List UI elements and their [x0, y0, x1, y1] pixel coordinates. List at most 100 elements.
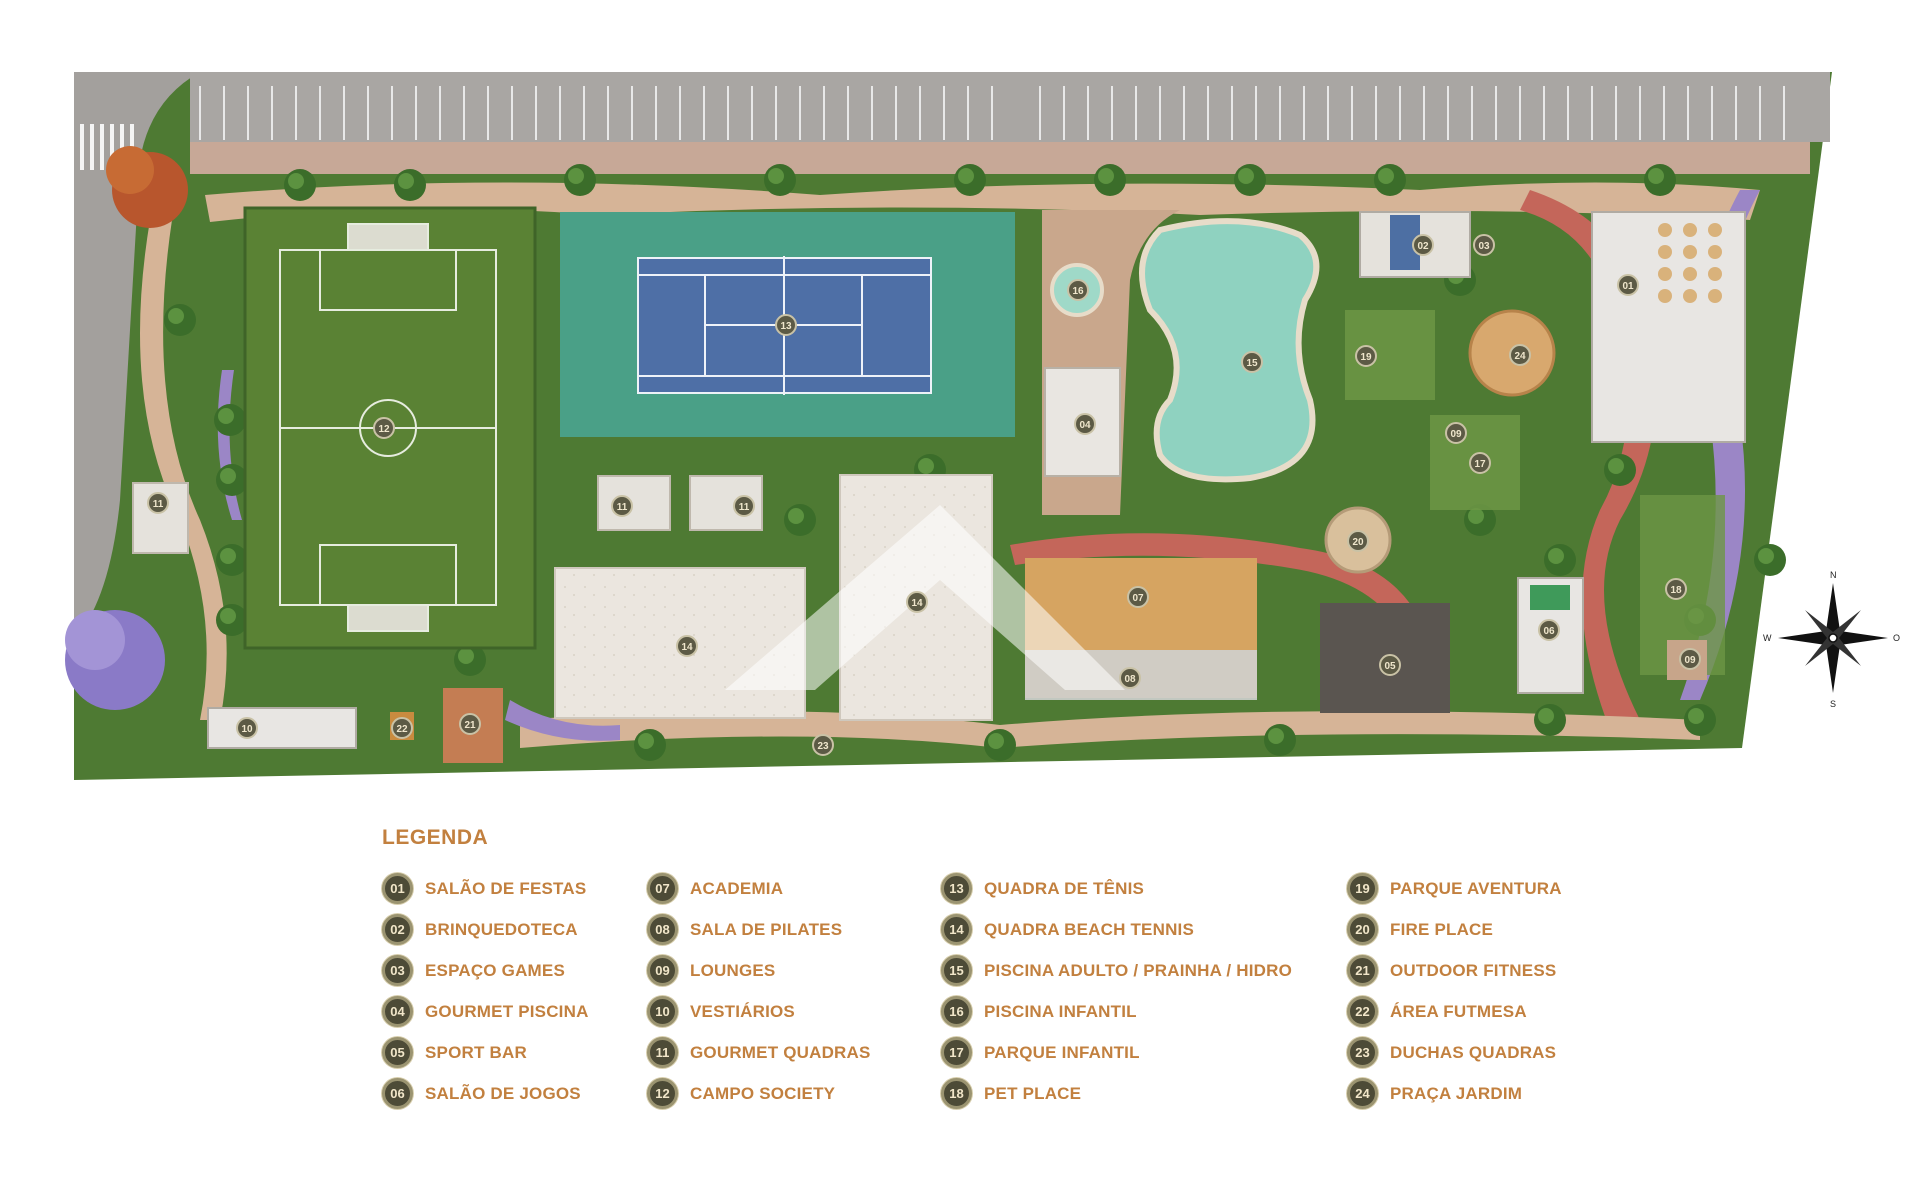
table-icon — [1658, 267, 1672, 281]
legend-number-badge: 18 — [941, 1078, 972, 1109]
tree — [1758, 548, 1774, 564]
map-number-label: 15 — [1246, 358, 1258, 369]
walking-path-purple-bottom — [505, 700, 620, 741]
map-number-label: 09 — [1684, 655, 1696, 666]
map-number-label: 13 — [780, 321, 792, 332]
map-number-marker: 09 — [1445, 422, 1467, 444]
legend-label: ÁREA FUTMESA — [1390, 1001, 1527, 1021]
legend-number-badge: 12 — [647, 1078, 678, 1109]
legend-number-badge: 03 — [382, 955, 413, 986]
legend-number-badge: 11 — [647, 1037, 678, 1068]
map-number-marker: 11 — [147, 492, 169, 514]
map-number-marker: 07 — [1127, 586, 1149, 608]
map-number-marker: 13 — [775, 314, 797, 336]
table-icon — [1708, 245, 1722, 259]
legend-label: SALA DE PILATES — [690, 919, 843, 939]
piscina-adulto — [1139, 218, 1320, 483]
table-icon — [1708, 267, 1722, 281]
tree — [1548, 548, 1564, 564]
legend-number-badge: 24 — [1347, 1078, 1378, 1109]
map-number-marker: 23 — [812, 734, 834, 756]
sidewalk — [190, 142, 1810, 174]
street — [74, 72, 200, 640]
map-number-marker: 09 — [1679, 648, 1701, 670]
legend-number-badge: 05 — [382, 1037, 413, 1068]
table-icon — [1658, 245, 1672, 259]
legend-label: SPORT BAR — [425, 1042, 527, 1062]
tree — [168, 308, 184, 324]
tree — [1378, 168, 1394, 184]
map-number-marker: 04 — [1074, 413, 1096, 435]
watermark-logo — [725, 505, 1125, 690]
legend-number-badge: 10 — [647, 996, 678, 1027]
map-number-marker: 06 — [1538, 619, 1560, 641]
tree — [788, 508, 804, 524]
legend-number-badge: 15 — [941, 955, 972, 986]
legend-label: SALÃO DE FESTAS — [425, 878, 587, 898]
tree — [638, 733, 654, 749]
tree — [288, 173, 304, 189]
map-number-marker: 11 — [733, 495, 755, 517]
map-number-label: 20 — [1352, 537, 1364, 548]
tree — [458, 648, 474, 664]
map-number-marker: 01 — [1617, 274, 1639, 296]
legend-label: GOURMET QUADRAS — [690, 1042, 871, 1062]
legend-number-badge: 07 — [647, 873, 678, 904]
map-number-marker: 14 — [676, 635, 698, 657]
compass-s: S — [1830, 699, 1836, 709]
table-icon — [1658, 223, 1672, 237]
table-icon — [1683, 223, 1697, 237]
map-number-label: 05 — [1384, 661, 1396, 672]
map-number-label: 08 — [1124, 674, 1136, 685]
tree — [220, 608, 236, 624]
legend-label: PARQUE AVENTURA — [1390, 878, 1562, 898]
legend-label: PISCINA ADULTO / PRAINHA / HIDRO — [984, 960, 1293, 980]
flowering-tree — [106, 146, 154, 194]
legend-label: PARQUE INFANTIL — [984, 1042, 1140, 1062]
legend-item: 17 PARQUE INFANTIL — [941, 1032, 1292, 1073]
tree — [768, 168, 784, 184]
tree — [1098, 168, 1114, 184]
map-number-marker: 05 — [1379, 654, 1401, 676]
legend-number-badge: 19 — [1347, 873, 1378, 904]
legend-item: 11 GOURMET QUADRAS — [647, 1032, 871, 1073]
map-number-marker: 03 — [1473, 234, 1495, 256]
map-number-marker: 15 — [1241, 351, 1263, 373]
tree — [958, 168, 974, 184]
tree — [918, 458, 934, 474]
tree — [1468, 508, 1484, 524]
legend-label: CAMPO SOCIETY — [690, 1083, 836, 1103]
map-number-label: 19 — [1360, 352, 1372, 363]
vestiarios — [207, 707, 357, 749]
map-number-label: 11 — [153, 499, 164, 510]
legend-label: QUADRA BEACH TENNIS — [984, 919, 1195, 939]
tree — [1238, 168, 1254, 184]
map-number-label: 12 — [378, 424, 390, 435]
legend-number-badge: 14 — [941, 914, 972, 945]
legend-number-badge: 17 — [941, 1037, 972, 1068]
legend-label: ACADEMIA — [690, 878, 784, 898]
map-number-label: 11 — [617, 502, 628, 513]
legend-label: PET PLACE — [984, 1083, 1082, 1103]
map-number-label: 14 — [681, 642, 693, 653]
legend-item: 12 CAMPO SOCIETY — [647, 1073, 871, 1114]
legend-label: DUCHAS QUADRAS — [1390, 1042, 1557, 1062]
legend-number-badge: 21 — [1347, 955, 1378, 986]
legend-label: QUADRA DE TÊNIS — [984, 878, 1145, 898]
compass-n: N — [1830, 570, 1837, 580]
map-number-marker: 22 — [391, 717, 413, 739]
tree — [1608, 458, 1624, 474]
map-number-label: 10 — [241, 724, 253, 735]
walking-path-mid — [1010, 533, 1420, 630]
compass-w: W — [1763, 633, 1772, 643]
map-number-marker: 10 — [236, 717, 258, 739]
tree — [220, 548, 236, 564]
